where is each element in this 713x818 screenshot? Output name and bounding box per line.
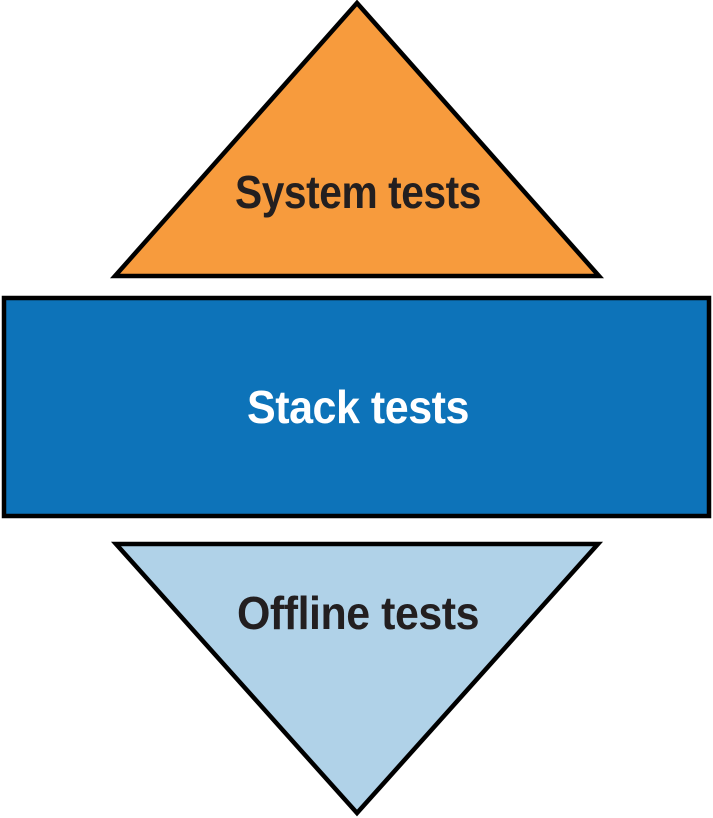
offline-tests-label: Offline tests [237, 587, 479, 639]
stack-tests-label: Stack tests [247, 381, 469, 433]
system-tests-triangle [109, 0, 605, 279]
offline-tests-triangle [110, 541, 604, 817]
system-tests-label: System tests [235, 166, 481, 218]
stack-tests-rectangle [1, 295, 712, 519]
